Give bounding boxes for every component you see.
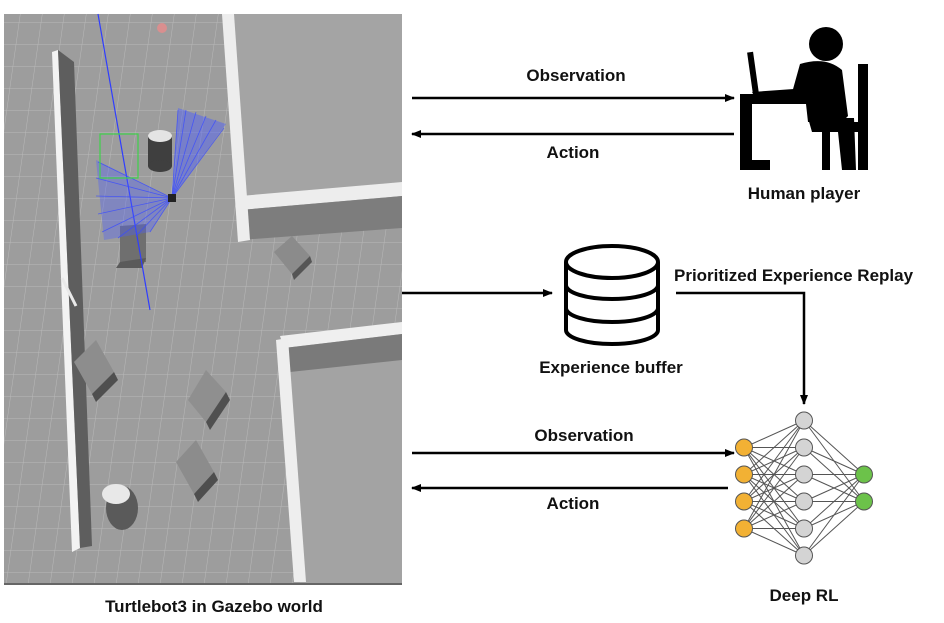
wall-top-right — [222, 14, 402, 196]
action-label-human: Action — [547, 143, 600, 162]
wall-top-right-edge — [240, 182, 402, 210]
obstacle-box — [176, 440, 218, 502]
obstacle-box — [274, 236, 312, 280]
nn-hidden-node — [795, 546, 813, 565]
obstacle-box — [74, 340, 118, 402]
wall-top-right-face — [240, 196, 402, 240]
robot-frame — [99, 133, 139, 179]
nn-connection — [743, 420, 805, 448]
human-player-label: Human player — [748, 184, 861, 203]
observation-label-agent: Observation — [534, 426, 633, 445]
wall-top-right-side — [222, 14, 250, 242]
nn-input-node — [735, 438, 753, 457]
experience-buffer-label: Experience buffer — [539, 358, 683, 377]
lidar-scan — [95, 13, 226, 311]
obstacle-box — [116, 224, 146, 268]
deep-rl-label: Deep RL — [770, 586, 839, 605]
nn-input-node — [735, 519, 753, 538]
obstacle-cylinder — [102, 484, 138, 530]
nn-output-node — [855, 492, 873, 511]
nn-connection — [803, 474, 865, 502]
replay-label: Prioritized Experience Replay — [674, 266, 914, 285]
nn-connection — [803, 501, 865, 556]
nn-hidden-node — [795, 411, 813, 430]
nn-connection — [743, 501, 805, 529]
obstacle-box — [188, 370, 230, 430]
nn-hidden-node — [795, 465, 813, 484]
observation-label-human: Observation — [526, 66, 625, 85]
turtlebot-robot — [168, 194, 176, 202]
nn-connection — [803, 420, 865, 475]
nn-connection — [743, 420, 805, 502]
buffer-section: Experience buffer Prioritized Experience… — [402, 244, 914, 405]
replay-arrow — [676, 291, 808, 405]
nn-connection — [803, 447, 865, 475]
wall-bottom-right-side — [276, 338, 306, 582]
nn-hidden-node — [795, 438, 813, 457]
wall-left-crack — [60, 277, 78, 307]
human-loop: Observation Action Human player — [411, 27, 868, 203]
nn-hidden-node — [795, 519, 813, 538]
wall-left-side — [58, 50, 92, 548]
nn-hidden-node — [795, 492, 813, 511]
wall-bottom-right-face — [284, 334, 402, 372]
light-marker — [157, 23, 167, 33]
nn-connection — [743, 447, 805, 529]
obstacle-cylinder — [148, 130, 172, 172]
wall-left-top — [52, 50, 80, 552]
nn-connection — [803, 474, 865, 556]
database-icon — [564, 244, 660, 346]
action-label-agent: Action — [547, 494, 600, 513]
gazebo-scene: Turtlebot3 in Gazebo world — [4, 13, 402, 616]
wall-bottom-right — [280, 322, 402, 584]
nn-connection — [743, 420, 805, 475]
person-at-desk-icon — [740, 27, 868, 170]
neural-network-icon — [735, 411, 873, 565]
nn-input-node — [735, 492, 753, 511]
nn-connection — [743, 474, 805, 529]
nn-output-node — [855, 465, 873, 484]
nn-connection — [743, 528, 805, 556]
nn-input-node — [735, 465, 753, 484]
scene-caption: Turtlebot3 in Gazebo world — [105, 597, 323, 616]
agent-loop: Observation Action Deep RL — [411, 411, 873, 605]
nn-connection — [743, 420, 805, 529]
nn-connection — [803, 474, 865, 529]
wall-bottom-right-edge — [280, 322, 402, 348]
